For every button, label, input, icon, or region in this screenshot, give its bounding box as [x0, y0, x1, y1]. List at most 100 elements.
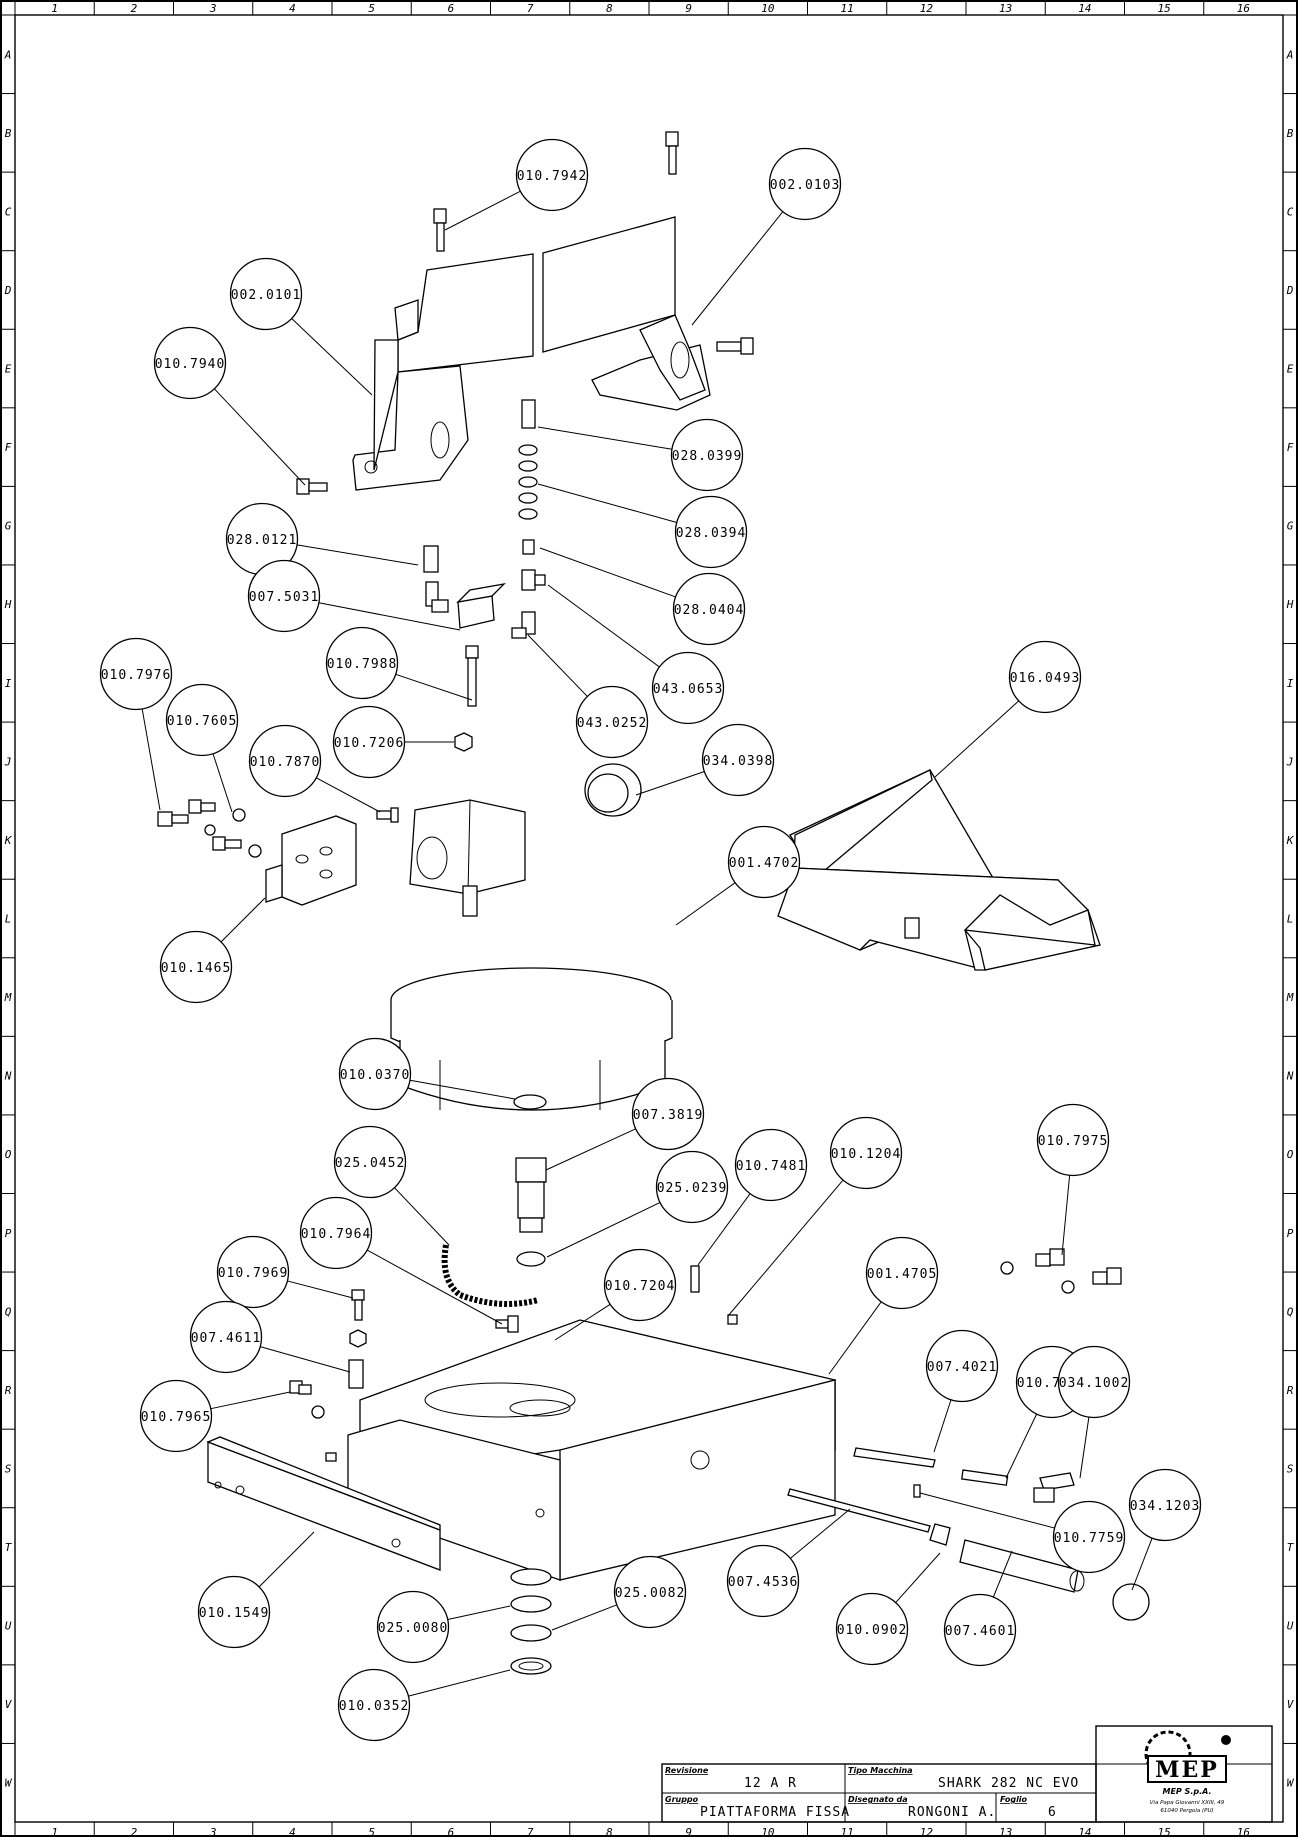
jaw-left — [352, 253, 534, 491]
part-callout: 010.1549 — [197, 1531, 315, 1649]
leader-line — [296, 544, 419, 566]
part-callout: 016.0493 — [934, 640, 1082, 778]
callout-bubble — [248, 724, 322, 798]
grid-row-label-left: L — [5, 913, 12, 926]
callout-part-number: 010.1549 — [199, 1606, 270, 1621]
callout-part-number: 028.0399 — [672, 449, 743, 464]
callout-part-number: 007.4611 — [191, 1331, 262, 1346]
coolant-hose-stack — [511, 399, 546, 639]
callout-part-number: 025.0239 — [657, 1181, 728, 1196]
grid-column-label-top: 14 — [1078, 2, 1091, 15]
drawn-by-label: Disegnato da — [848, 1795, 908, 1804]
grid-row-label-left: D — [4, 284, 12, 297]
leader-line — [790, 1508, 851, 1559]
part-callout: 001.4705 — [828, 1236, 939, 1375]
callout-bubble — [229, 257, 303, 331]
grid-column-label-bottom: 2 — [131, 1826, 138, 1837]
callout-part-number: 010.7965 — [141, 1410, 212, 1425]
grid-column-label-top: 5 — [368, 2, 375, 15]
part-callout: 007.4601 — [943, 1550, 1017, 1667]
part-callout: 025.0239 — [546, 1150, 729, 1258]
logo-company: MEP S.p.A. — [1162, 1787, 1211, 1796]
grid-row-label-left: G — [5, 520, 12, 533]
part-callout: 010.7969 — [216, 1235, 354, 1309]
grid-row-label-left: A — [4, 48, 12, 61]
washer-025-0239 — [516, 1251, 546, 1267]
leader-line — [895, 1552, 941, 1603]
company-logo: MEP MEP S.p.A. Via Papa Giovanni XXIII, … — [1144, 1730, 1231, 1814]
part-callout: 025.0080 — [376, 1590, 511, 1664]
callout-part-number: 034.1002 — [1059, 1376, 1130, 1391]
callout-part-number: 028.0121 — [227, 533, 298, 548]
grid-row-label-left: I — [5, 677, 12, 690]
leader-line — [551, 1604, 618, 1631]
callout-part-number: 028.0394 — [676, 526, 747, 541]
callout-bubble — [159, 930, 233, 1004]
callout-part-number: 010.7605 — [167, 714, 238, 729]
drawn-by-value: RONGONI A. — [908, 1805, 996, 1820]
leader-line — [1131, 1537, 1153, 1591]
logo-address-line1: Via Papa Giovanni XXIII, 49 — [1150, 1800, 1225, 1806]
leader-line — [527, 634, 588, 697]
callout-part-number: 010.7759 — [1054, 1531, 1125, 1546]
grid-row-label-left: P — [5, 1227, 12, 1240]
callout-part-number: 025.0082 — [615, 1586, 686, 1601]
leader-line — [287, 1280, 354, 1299]
plate-010-1465 — [265, 815, 357, 906]
grid-row-label-right: P — [1287, 1227, 1294, 1240]
callout-bubble — [1008, 640, 1082, 714]
grid-column-label-top: 7 — [527, 2, 534, 15]
leader-line — [213, 388, 306, 486]
grid-row-label-left: C — [5, 205, 12, 218]
callout-bubble — [1036, 1103, 1110, 1177]
leader-line — [409, 1079, 516, 1100]
callout-part-number: 010.0352 — [339, 1699, 410, 1714]
leader-line — [394, 1187, 450, 1246]
grid-column-label-bottom: 12 — [920, 1826, 934, 1837]
part-callout: 007.4611 — [189, 1300, 351, 1374]
part-callout: 043.0653 — [547, 584, 725, 725]
grid-row-label-right: G — [1287, 520, 1294, 533]
part-callout: 010.7481 — [697, 1128, 808, 1266]
grid-row-label-right: W — [1287, 1777, 1295, 1790]
callout-part-number: 007.3819 — [633, 1108, 704, 1123]
grid-column-label-bottom: 6 — [448, 1826, 455, 1837]
leader-line — [408, 1669, 511, 1697]
callout-part-number: 001.4702 — [729, 856, 800, 871]
leader-line — [539, 547, 676, 598]
leader-line — [537, 426, 673, 450]
grid-column-label-bottom: 5 — [368, 1826, 375, 1837]
callout-bubble — [515, 138, 589, 212]
grid-row-label-left: N — [4, 1070, 12, 1083]
grid-row-label-left: B — [5, 127, 12, 140]
callout-bubble — [197, 1575, 271, 1649]
callout-part-number: 010.7964 — [301, 1227, 372, 1242]
callout-part-number: 010.7969 — [218, 1266, 289, 1281]
grid-row-label-left: R — [5, 1384, 12, 1397]
callout-bubble — [247, 559, 321, 633]
grid-column-label-bottom: 3 — [209, 1826, 217, 1837]
part-callout: 028.0399 — [537, 418, 744, 492]
grid-column-label-bottom: 15 — [1158, 1826, 1171, 1837]
callout-part-number: 010.7975 — [1038, 1134, 1109, 1149]
leader-line — [537, 483, 677, 523]
callout-bubble — [865, 1236, 939, 1310]
grid-column-label-bottom: 11 — [841, 1826, 854, 1837]
washer-010-0370 — [513, 1094, 547, 1110]
grid-column-label-bottom: 1 — [51, 1826, 58, 1837]
part-callout: 010.7605 — [165, 683, 239, 813]
leader-line — [444, 190, 521, 231]
part-callout: 010.7988 — [325, 626, 473, 701]
part-callout: 034.1002 — [1057, 1345, 1131, 1479]
grid-row-label-right: C — [1287, 205, 1294, 218]
grid-column-label-top: 2 — [131, 2, 138, 15]
leader-line — [675, 882, 736, 926]
part-callout: 010.0370 — [338, 1037, 516, 1111]
grid-row-label-right: R — [1287, 1384, 1294, 1397]
callout-part-number: 010.0902 — [837, 1623, 908, 1638]
callout-bubble — [376, 1590, 450, 1664]
grid-column-label-top: 11 — [841, 2, 854, 15]
callout-bubble — [674, 495, 748, 569]
leader-line — [291, 318, 373, 396]
